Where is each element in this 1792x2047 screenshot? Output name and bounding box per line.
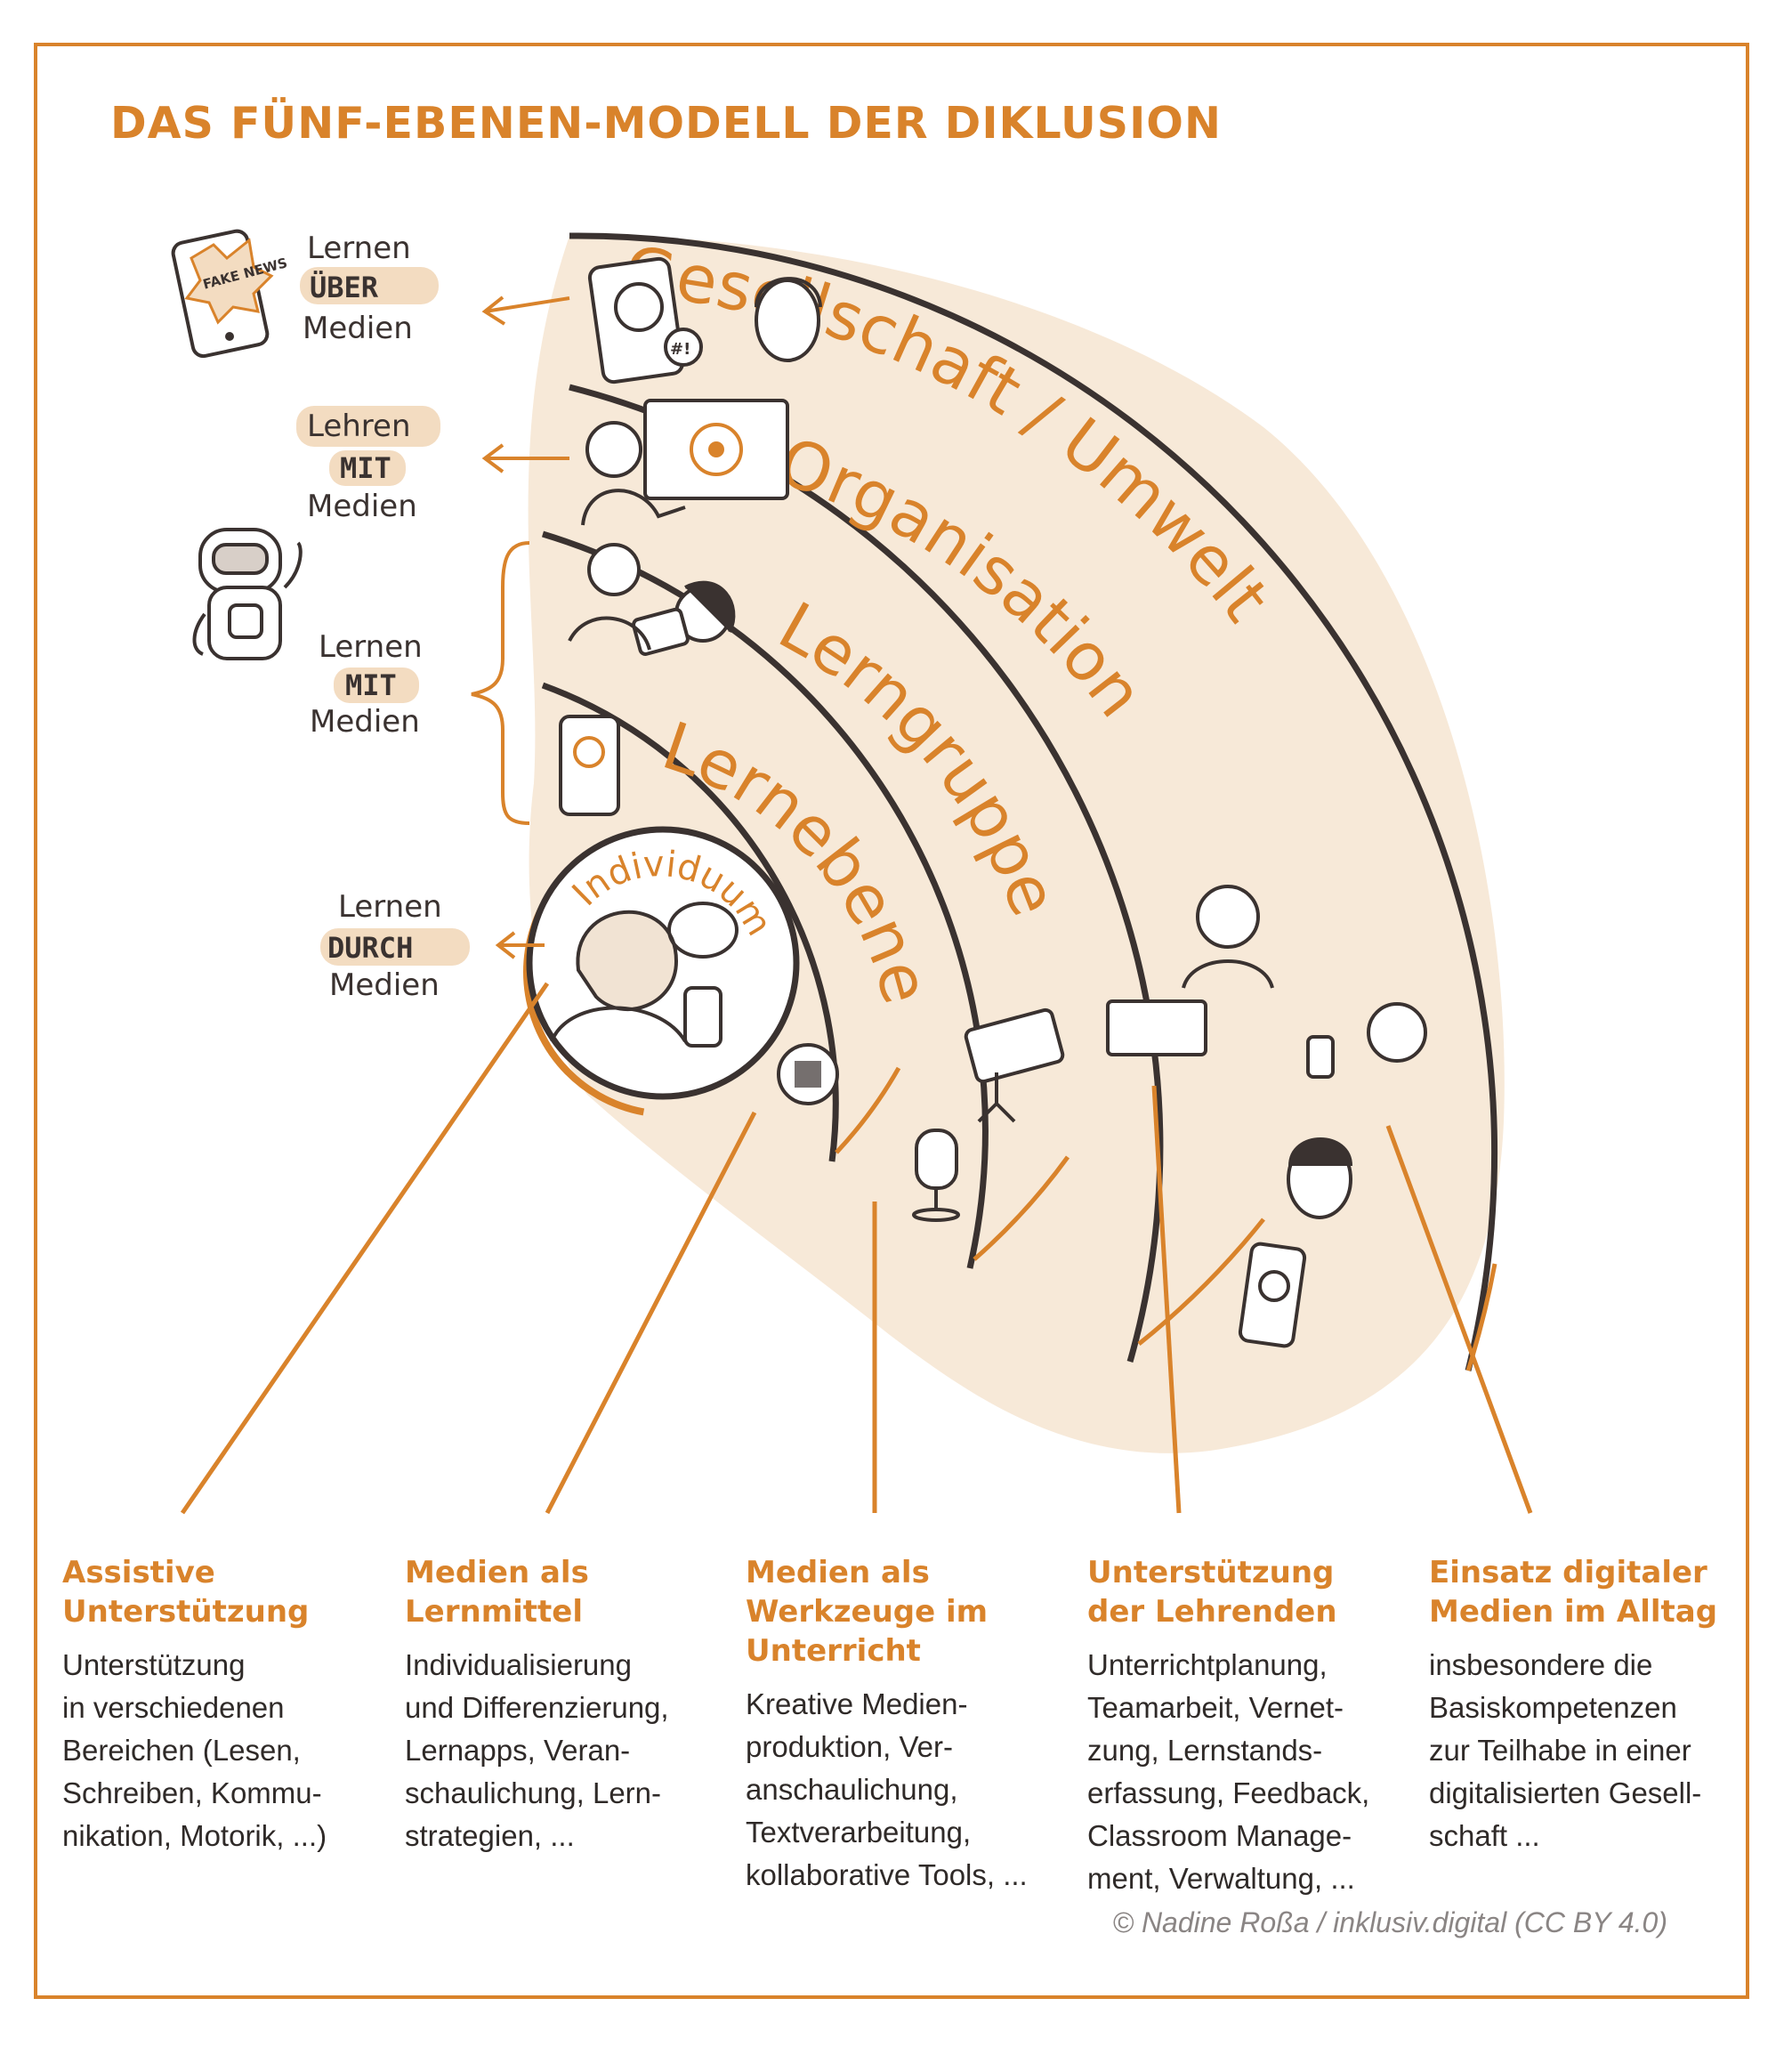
column-title: Einsatz digitaler Medien im Alltag [1429,1555,1718,1630]
column-body: Kreative Medien- produktion, Ver- anscha… [746,1687,1028,1891]
column-body: Unterrichtplanung, Teamarbeit, Vernet- z… [1087,1648,1370,1895]
svg-text:Lernen: Lernen [319,629,423,665]
phone-selfie-icon [1238,1242,1307,1348]
arrow-icon [495,931,545,959]
credit-line: © Nadine Roßa / inklusiv.digital (CC BY … [1112,1906,1667,1938]
page-title: DAS FÜNF-EBENEN-MODELL DER DIKLUSION [110,98,1222,149]
column-assistive: Assistive Unterstützung Unterstützung in… [62,1553,374,1857]
svg-text:MIT: MIT [345,668,397,702]
fake-news-phone-icon: FAKE NEWS [171,229,289,359]
side-label-lernen-mit-medien: Lernen MIT Medien [310,629,423,740]
svg-text:MIT: MIT [340,451,391,485]
side-label-lernen-ueber-medien: Lernen ÜBER Medien [300,231,439,346]
tablet-with-flower-icon [559,715,620,816]
svg-text:Lernen: Lernen [307,231,411,266]
svg-text:DURCH: DURCH [327,931,413,965]
column-lernmittel: Medien als Lernmittel Individualisierung… [405,1553,716,1857]
group-learning-icon [568,543,736,656]
teacher-with-screen-icon [581,399,789,526]
robot-icon [192,528,303,660]
arrow-icon [481,443,569,473]
video-call-phone-icon: #! [587,256,703,384]
svg-text:ÜBER: ÜBER [310,271,379,304]
frame-border [34,43,1749,1999]
svg-text:Medien: Medien [307,489,417,524]
svg-text:#!: #! [670,340,690,359]
column-title: Unterstützung der Lehrenden [1087,1555,1337,1630]
arrow-icon [481,295,570,326]
column-werkzeuge: Medien als Werkzeuge im Unterricht Kreat… [746,1553,1057,1897]
ring-shadow [1465,1263,1497,1371]
column-body: Individualisierung und Differenzierung, … [405,1648,669,1852]
person-face-icon [755,277,822,362]
svg-text:Lernen: Lernen [338,889,442,925]
ring-shadow [973,1155,1070,1261]
ring-shadow [835,1066,901,1154]
connector-line-alltag [1385,1125,1533,1514]
svg-text:Medien: Medien [310,704,420,740]
side-label-lernen-durch-medien: Lernen DURCH Medien [320,889,470,1003]
column-title: Medien als Lernmittel [405,1555,589,1630]
ring-arc-gesellschaft [569,232,1498,1371]
child-with-phone-icon [550,902,739,1048]
person-face-icon [1287,1137,1352,1219]
column-title: Assistive Unterstützung [62,1555,310,1630]
curly-brace-icon [471,541,530,825]
column-body: Unterstützung in verschiedenen Bereichen… [62,1648,327,1852]
connector-line-lehrende [1151,1085,1182,1514]
column-title: Medien als Werkzeuge im Unterricht [746,1555,989,1669]
ring-arc-lerngruppe [541,530,989,1269]
column-lehrende: Unterstützung der Lehrenden Unterrichtpl… [1087,1553,1399,1900]
connector-line-lernmittel [545,1111,757,1515]
column-body: insbesondere die Basiskompetenzen zur Te… [1429,1648,1702,1852]
smartphone-tripod-icon [964,1007,1065,1123]
svg-text:Medien: Medien [303,311,413,346]
connector-line-assistive [180,982,550,1515]
person-with-phone-icon [1306,1002,1427,1079]
svg-text:Lehren: Lehren [307,409,411,444]
person-with-laptop-icon [1106,885,1274,1056]
ring-shadow [1137,1218,1265,1346]
svg-text:Medien: Medien [329,967,440,1003]
qr-chat-bubble-icon [777,1043,839,1105]
microphone-icon [912,1129,960,1222]
column-alltag: Einsatz digitaler Medien im Alltag insbe… [1429,1553,1740,1857]
side-label-lehren-mit-medien: Lehren MIT Medien [296,406,440,524]
